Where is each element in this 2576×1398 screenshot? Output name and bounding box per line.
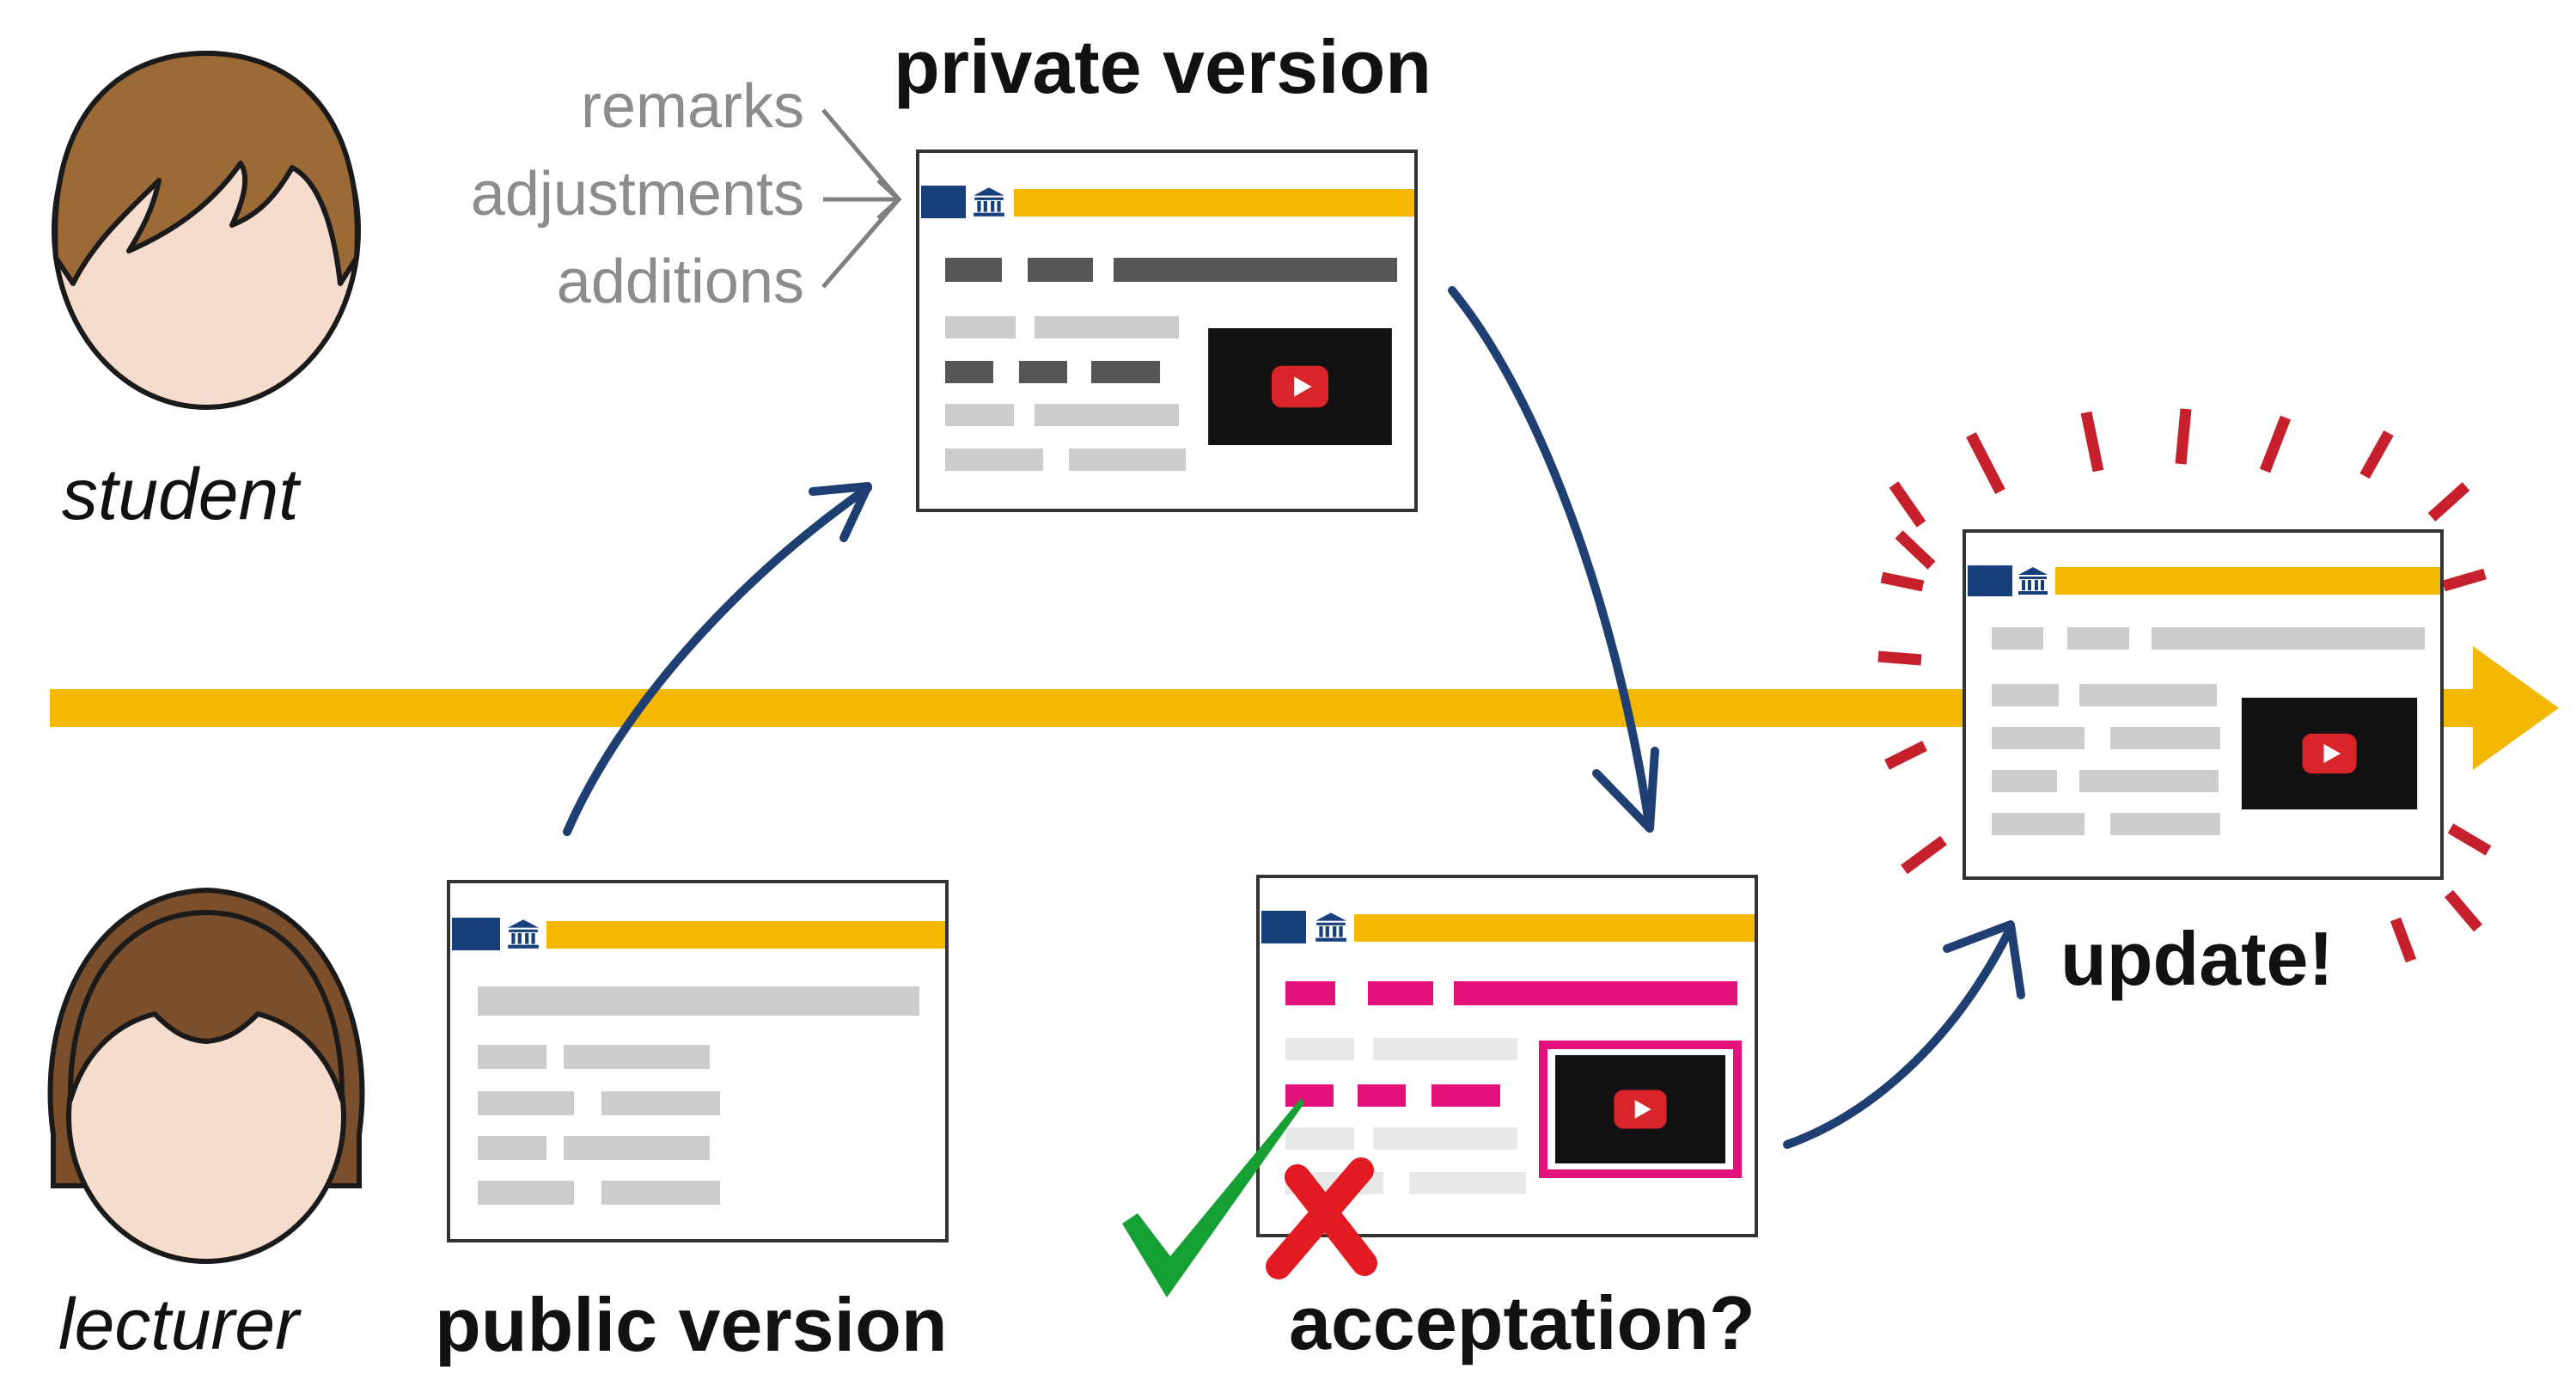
update-label: update! <box>2060 916 2334 1001</box>
note-remarks: remarks <box>581 72 804 141</box>
arrow-public-to-private <box>563 482 872 836</box>
flow-arrows <box>563 286 2025 1149</box>
student-avatar-icon <box>52 51 361 410</box>
cross-icon <box>1266 1157 1377 1279</box>
public-version-page <box>447 880 949 1242</box>
public-version-label: public version <box>435 1282 948 1367</box>
acceptation-label: acceptation? <box>1289 1280 1755 1365</box>
acceptation-page <box>1256 875 1758 1237</box>
note-additions: additions <box>557 247 804 316</box>
arrow-acceptation-to-update <box>1783 920 2025 1149</box>
update-page <box>1963 529 2444 880</box>
youtube-play-icon <box>1208 328 1392 445</box>
lecturer-avatar-icon <box>47 887 365 1264</box>
private-version-label: private version <box>894 24 1431 109</box>
notes-connector <box>821 108 902 289</box>
arrow-private-to-acceptation <box>1448 286 1659 833</box>
youtube-play-icon <box>2241 698 2418 809</box>
note-adjustments: adjustments <box>471 160 804 229</box>
student-label: student <box>62 454 302 534</box>
checkmark-icon <box>1122 1098 1304 1297</box>
update-burst <box>1877 408 2492 963</box>
youtube-play-icon <box>1555 1055 1725 1163</box>
lecturer-label: lecturer <box>58 1284 302 1364</box>
private-version-page <box>916 150 1418 512</box>
